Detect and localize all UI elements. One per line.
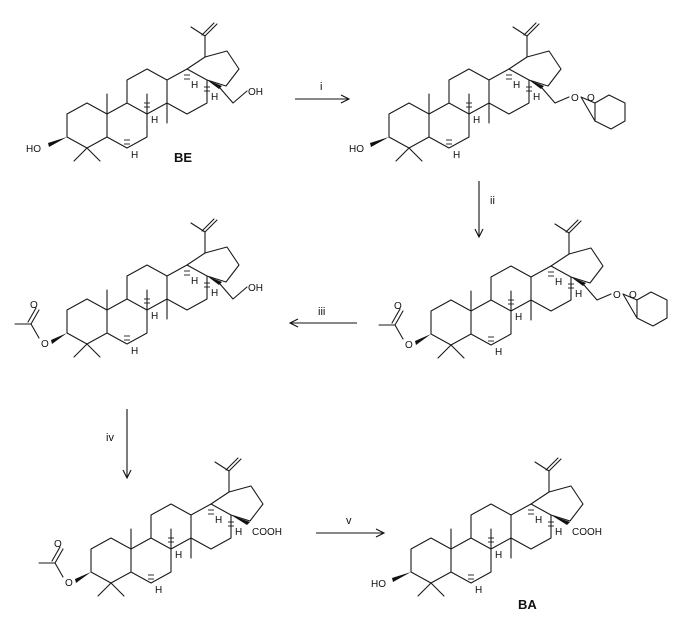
arrow-step-iii: iii (288, 306, 357, 328)
ester-oxygen: O (41, 339, 49, 350)
c3-substituent: HO (371, 579, 386, 590)
molecule-acetate-thp: O O O O (378, 219, 668, 359)
c28-substituent: OH (248, 87, 263, 98)
c3-substituent: HO (349, 144, 364, 155)
c3-substituent: HO (26, 144, 41, 155)
step-label-iv: iv (106, 432, 114, 444)
ester-oxygen: O (405, 340, 413, 351)
molecule-ba: HO COOH BA (371, 457, 602, 612)
molecule-thp-ether: HO O O (349, 22, 626, 162)
step-label-ii: ii (490, 195, 495, 207)
c28-substituent: OH (248, 283, 263, 294)
molecule-be: HO OH BE (26, 22, 263, 165)
carbonyl-oxygen: O (30, 300, 38, 311)
c28-substituent: COOH (572, 527, 602, 538)
ester-oxygen: O (65, 578, 73, 589)
thp-ring-oxygen: O (629, 290, 637, 301)
carbonyl-oxygen: O (394, 301, 402, 312)
molecule-acetate-alcohol: O O OH (14, 218, 263, 358)
thp-ring-oxygen: O (587, 93, 595, 104)
molecule-acetate-acid: O O COOH (38, 457, 282, 597)
c28-substituent: COOH (252, 527, 282, 538)
step-label-v: v (346, 515, 352, 527)
carbonyl-oxygen: O (54, 539, 62, 550)
step-label-iii: iii (318, 306, 325, 318)
c28-substituent: O (571, 93, 579, 104)
arrow-step-iv: iv (106, 409, 132, 480)
arrow-step-i: i (295, 81, 351, 104)
step-label-i: i (320, 81, 322, 93)
compound-label-be: BE (174, 150, 192, 165)
compound-label-ba: BA (518, 597, 537, 612)
c28-substituent: O (613, 290, 621, 301)
arrow-step-ii: ii (474, 181, 495, 239)
arrow-step-v: v (316, 515, 386, 538)
